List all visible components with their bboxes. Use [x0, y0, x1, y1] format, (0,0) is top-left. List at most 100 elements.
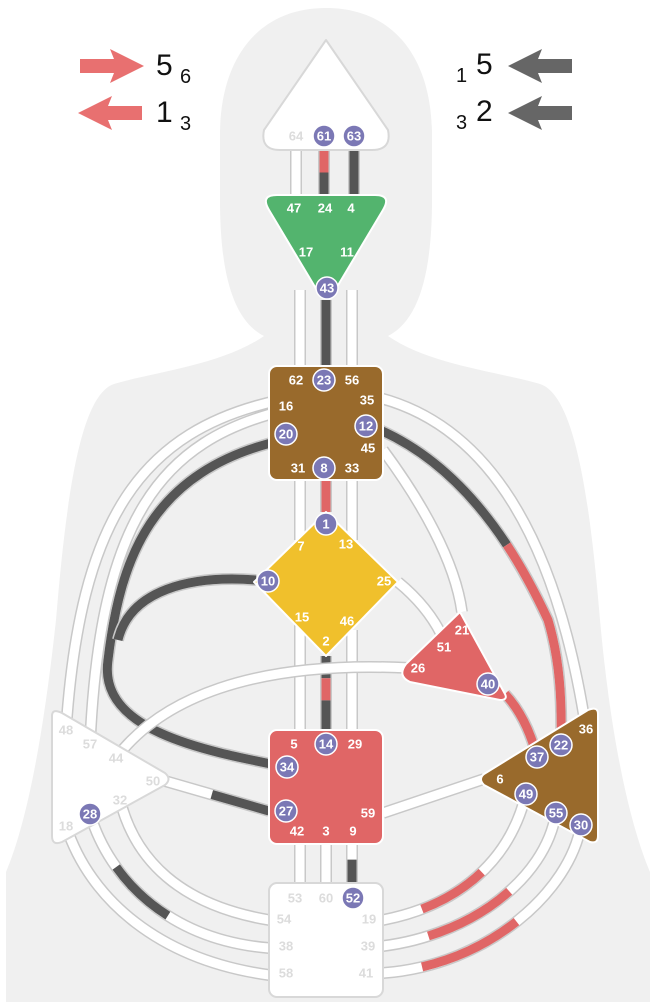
channel-57-20 [84, 404, 288, 745]
gate-21[interactable]: 21 [455, 623, 469, 638]
gate-label: 53 [288, 891, 302, 906]
center-root[interactable]: 53 60 52 54 19 38 39 58 41 [268, 882, 384, 998]
gate-15[interactable]: 15 [295, 610, 309, 625]
gate-64[interactable]: 64 [289, 129, 304, 144]
gate-44[interactable]: 44 [109, 751, 124, 766]
channel-activation [382, 824, 586, 978]
gate-36[interactable]: 36 [579, 722, 593, 737]
gate-41[interactable]: 41 [359, 966, 373, 981]
gate-32[interactable]: 32 [113, 793, 127, 808]
gate-label: 51 [437, 640, 451, 655]
gate-5[interactable]: 5 [290, 737, 297, 752]
channel-activation [113, 574, 257, 642]
gate-13[interactable]: 13 [339, 537, 353, 552]
gate-bubble [312, 368, 336, 392]
gate-61[interactable]: 61 [312, 124, 336, 148]
gate-47[interactable]: 47 [287, 201, 301, 216]
gate-57[interactable]: 57 [83, 737, 97, 752]
center-sacral[interactable]: 5 14 29 34 27 59 42 3 9 [268, 729, 384, 845]
center-ajna[interactable]: 47 24 4 17 11 43 [264, 194, 388, 300]
gate-18[interactable]: 18 [59, 819, 73, 834]
gate-7[interactable]: 7 [297, 539, 304, 554]
gate-63[interactable]: 63 [342, 124, 366, 148]
gate-16[interactable]: 16 [279, 399, 293, 414]
gate-30[interactable]: 30 [569, 813, 593, 837]
gate-label: 27 [279, 804, 293, 819]
gate-60[interactable]: 60 [319, 891, 333, 906]
gate-39[interactable]: 39 [361, 939, 375, 954]
center-spleen[interactable]: 48 57 44 50 32 28 18 [51, 710, 170, 845]
gate-28[interactable]: 28 [78, 802, 102, 826]
gate-33[interactable]: 33 [345, 461, 359, 476]
gate-6[interactable]: 6 [496, 772, 503, 787]
gate-49[interactable]: 49 [514, 782, 538, 806]
gate-48[interactable]: 48 [59, 723, 73, 738]
gate-29[interactable]: 29 [348, 737, 362, 752]
gate-bubble [525, 745, 549, 769]
channel-35-36 [378, 392, 592, 730]
gate-34[interactable]: 34 [275, 755, 299, 779]
center-g-center-shape [253, 511, 399, 657]
gate-35[interactable]: 35 [360, 393, 374, 408]
gate-26[interactable]: 26 [411, 661, 425, 676]
gate-bubble [342, 124, 366, 148]
arrow-icon [508, 96, 572, 130]
gate-37[interactable]: 37 [525, 745, 549, 769]
gate-14[interactable]: 14 [314, 732, 338, 756]
arrow-right-top-icon [508, 49, 572, 83]
center-g-center[interactable]: 17 13 10 25 15 46 2 [253, 511, 399, 657]
gate-27[interactable]: 27 [274, 799, 298, 823]
gate-58[interactable]: 58 [279, 966, 293, 981]
gate-40[interactable]: 40 [476, 672, 500, 696]
gate-12[interactable]: 12 [354, 414, 378, 438]
gate-9[interactable]: 9 [349, 824, 356, 839]
gate-24[interactable]: 24 [318, 201, 333, 216]
gate-45[interactable]: 45 [361, 441, 375, 456]
gate-2[interactable]: 2 [322, 634, 329, 649]
gate-55[interactable]: 55 [544, 801, 568, 825]
channel-26-44 [111, 661, 411, 762]
gate-label: 56 [345, 373, 359, 388]
gate-50[interactable]: 50 [146, 774, 160, 789]
gate-label: 9 [349, 824, 356, 839]
gate-label: 48 [59, 723, 73, 738]
gate-bubble [78, 802, 102, 826]
gate-46[interactable]: 46 [340, 614, 354, 629]
gate-52[interactable]: 52 [341, 886, 365, 910]
gate-bubble [274, 799, 298, 823]
gate-62[interactable]: 62 [289, 373, 303, 388]
gate-10[interactable]: 10 [256, 569, 280, 593]
gate-8[interactable]: 8 [312, 456, 336, 480]
gate-51[interactable]: 51 [437, 640, 451, 655]
gate-38[interactable]: 38 [279, 939, 293, 954]
gate-4[interactable]: 4 [347, 201, 355, 216]
gate-56[interactable]: 56 [345, 373, 359, 388]
gate-53[interactable]: 53 [288, 891, 302, 906]
gate-label: 28 [83, 807, 97, 822]
arrow-icon [80, 49, 144, 83]
gate-label: 58 [279, 966, 293, 981]
gate-23[interactable]: 23 [312, 368, 336, 392]
center-ego[interactable]: 21 51 26 40 [401, 611, 507, 701]
gate-54[interactable]: 54 [277, 912, 292, 927]
gate-31[interactable]: 31 [291, 461, 305, 476]
center-root-shape [268, 882, 384, 998]
gate-label: 42 [290, 824, 304, 839]
gate-22[interactable]: 22 [549, 733, 573, 757]
center-throat[interactable]: 62 23 56 16 35 20 12 45 31 8 33 [268, 365, 384, 481]
gate-19[interactable]: 19 [362, 912, 376, 927]
arrow-line: 3 [456, 112, 467, 134]
gate-20[interactable]: 20 [274, 422, 298, 446]
gate-3[interactable]: 3 [322, 824, 329, 839]
gate-label: 46 [340, 614, 354, 629]
gate-43[interactable]: 43 [315, 276, 339, 300]
gate-17[interactable]: 17 [299, 245, 313, 260]
gate-11[interactable]: 11 [340, 245, 354, 260]
gate-25[interactable]: 25 [377, 574, 391, 589]
gate-59[interactable]: 59 [361, 806, 375, 821]
gate-42[interactable]: 42 [290, 824, 304, 839]
gate-label: 19 [362, 912, 376, 927]
gate-1[interactable]: 1 [314, 512, 338, 536]
